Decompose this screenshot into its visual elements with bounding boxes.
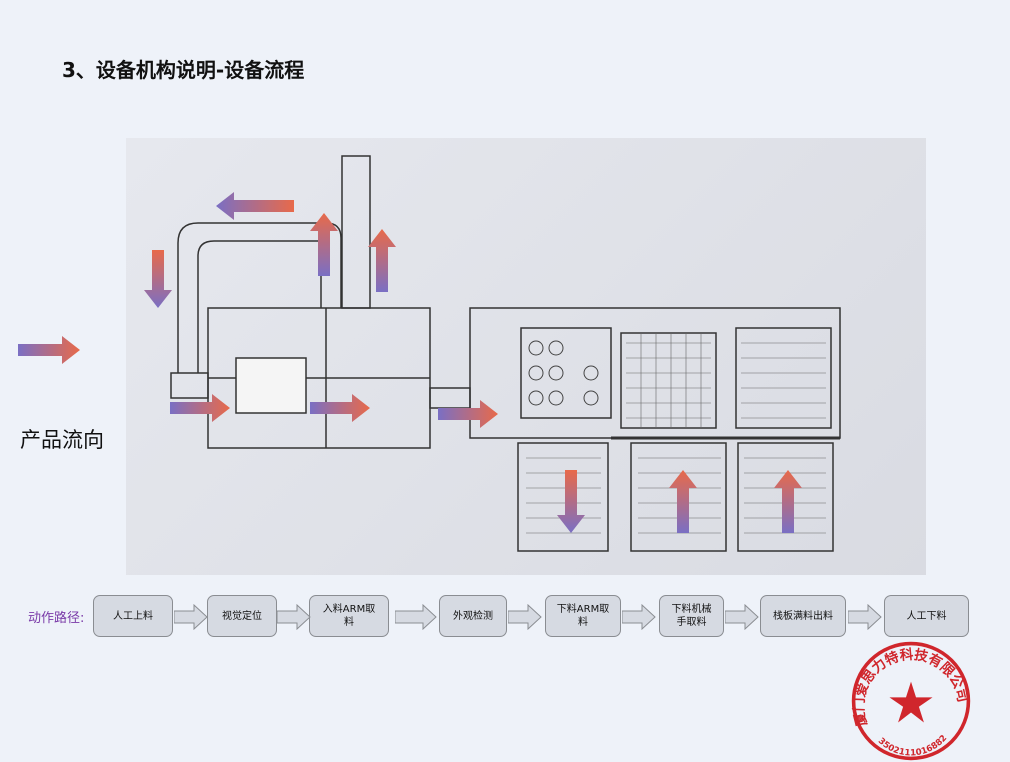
step-box: 人工下料 — [884, 595, 969, 637]
step-box: 入料ARM取料 — [309, 595, 389, 637]
step-arrow-icon — [395, 604, 437, 630]
step-arrow-icon — [277, 604, 311, 630]
step-arrow-icon — [725, 604, 759, 630]
step-arrow-icon — [508, 604, 542, 630]
equipment-layout-diagram — [126, 138, 926, 575]
step-box: 视觉定位 — [207, 595, 277, 637]
flow-arrows — [144, 192, 802, 533]
company-seal-stamp: 厦门爱思力特科技有限公司 35021110168821 — [850, 640, 970, 761]
action-path-label: 动作路径: — [28, 611, 85, 626]
step-arrow-icon — [848, 604, 882, 630]
step-box: 下料ARM取料 — [545, 595, 621, 637]
step-box: 外观检测 — [439, 595, 507, 637]
step-arrow-icon — [174, 604, 208, 630]
step-arrow-icon — [622, 604, 656, 630]
step-box: 下料机械手取料 — [659, 595, 724, 637]
step-box: 栈板满料出料 — [760, 595, 846, 637]
product-flow-label: 产品流向 — [20, 428, 104, 452]
step-box: 人工上料 — [93, 595, 173, 637]
page-title: 3、设备机构说明-设备流程 — [62, 58, 305, 82]
product-flow-arrow-icon — [18, 336, 80, 364]
